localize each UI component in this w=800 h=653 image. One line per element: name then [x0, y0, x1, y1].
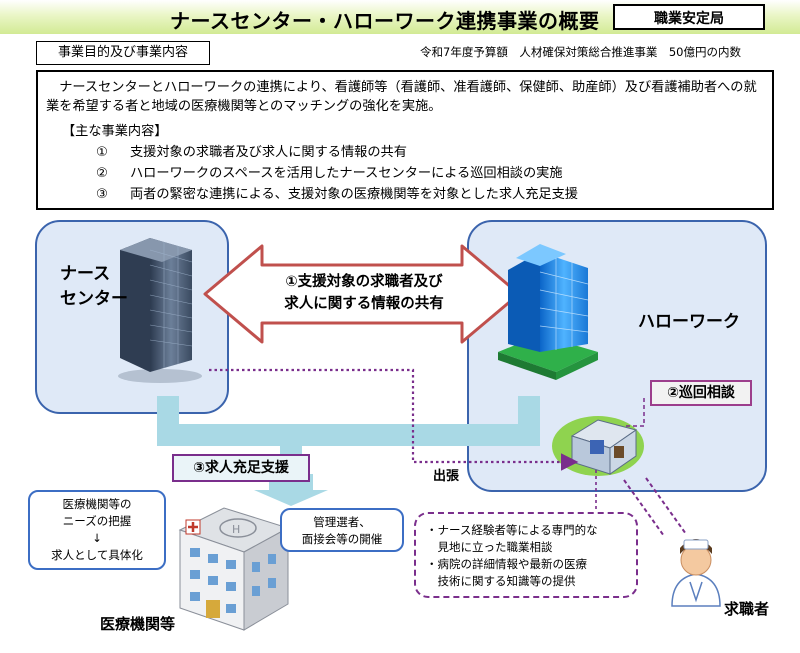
consultation-details-bubble: ・ナース経験者等による専門的な 見地に立った職業相談 ・病院の詳細情報や最新の医…	[414, 512, 638, 598]
seeker-arrow-1	[623, 479, 665, 537]
needs-line1: 医療機関等の	[62, 497, 132, 511]
patrol-connector	[624, 398, 645, 427]
info-sharing-line2: 求人に関する情報の共有	[284, 296, 444, 312]
consult-line3: ・病院の詳細情報や最新の医療	[426, 557, 587, 571]
manager-bubble: 管理選者、 面接会等の開催	[280, 508, 404, 552]
needs-bubble: 医療機関等の ニーズの把握 ↓ 求人として具体化	[28, 490, 166, 570]
item-number: ③	[96, 187, 108, 202]
svg-text:H: H	[232, 523, 240, 536]
hospital-building-icon: H	[178, 507, 290, 631]
nurse-center-building-icon	[118, 238, 202, 383]
consultation-booth-icon	[552, 416, 644, 476]
manager-line1: 管理選者、	[313, 515, 371, 529]
consult-line1: ・ナース経験者等による専門的な	[426, 523, 598, 537]
medical-institution-label: 医療機関等	[100, 615, 176, 633]
nurse-center-label-line2: センター	[60, 289, 128, 309]
main-item-2: ② ハローワークのスペースを活用したナースセンターによる巡回相談の実施	[96, 162, 563, 181]
manager-line2: 面接会等の開催	[301, 532, 383, 546]
item-number: ②	[96, 166, 108, 181]
bureau-label: 職業安定局	[613, 4, 765, 30]
job-seeker-nurse-icon	[671, 539, 721, 607]
nurse-center-label-line1: ナース	[60, 264, 111, 284]
seeker-arrow-2	[645, 477, 687, 535]
business-trip-label: 出張	[433, 469, 460, 484]
purpose-label: 事業目的及び事業内容	[36, 41, 210, 65]
info-sharing-label: ①支援対象の求職者及び 求人に関する情報の共有	[266, 271, 462, 315]
item-text: 両者の緊密な連携による、支援対象の医療機関等を対象とした求人充足支援	[130, 187, 578, 202]
budget-note: 令和7年度予算額 人材確保対策総合推進事業 50億円の内数	[420, 45, 741, 59]
patrol-consultation-label: ②巡回相談	[650, 380, 752, 406]
needs-line3: 求人として具体化	[51, 548, 143, 562]
hello-work-building-icon	[498, 244, 598, 380]
nurse-center-label: ナース センター	[60, 262, 128, 312]
info-sharing-line1: ①支援対象の求職者及び	[285, 274, 443, 290]
hello-work-label: ハローワーク	[638, 312, 740, 332]
item-number: ①	[96, 145, 108, 160]
summary-text: ナースセンターとハローワークの連携により、看護師等（看護師、准看護師、保健師、助…	[46, 80, 757, 114]
flow-band-horizontal	[157, 424, 540, 446]
job-support-label: ③求人充足支援	[172, 454, 310, 482]
consult-line4: 技術に関する知識等の提供	[426, 574, 576, 588]
item-text: ハローワークのスペースを活用したナースセンターによる巡回相談の実施	[130, 166, 563, 181]
summary-box	[36, 70, 774, 210]
page-title: ナースセンター・ハローワーク連携事業の概要	[170, 9, 600, 33]
consult-line2: 見地に立った職業相談	[426, 540, 553, 554]
business-trip-line	[209, 368, 579, 471]
item-text: 支援対象の求職者及び求人に関する情報の共有	[130, 145, 407, 160]
main-item-3: ③ 両者の緊密な連携による、支援対象の医療機関等を対象とした求人充足支援	[96, 183, 578, 202]
needs-arrow: ↓	[92, 531, 102, 545]
main-item-1: ① 支援対象の求職者及び求人に関する情報の共有	[96, 141, 407, 160]
job-seeker-label: 求職者	[724, 600, 770, 618]
needs-line2: ニーズの把握	[62, 514, 132, 528]
flow-arrow-head	[254, 474, 328, 506]
main-heading: 【主な事業内容】	[62, 124, 168, 139]
